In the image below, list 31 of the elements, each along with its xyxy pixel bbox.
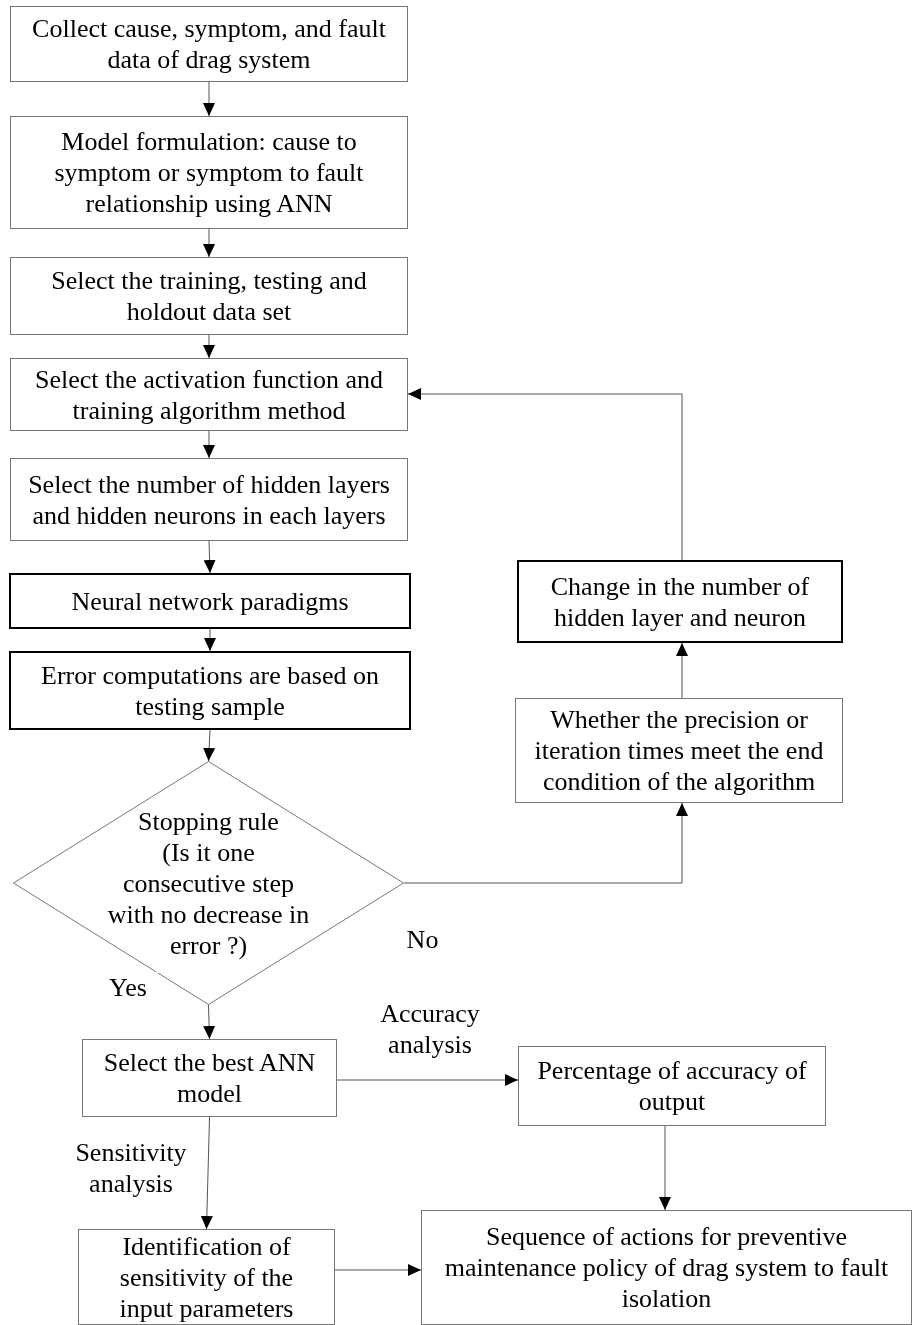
arrow bbox=[203, 228, 215, 258]
arrow bbox=[407, 388, 683, 561]
process-box: Select the training, testing and holdout data set bbox=[10, 257, 408, 335]
process-box: Percentage of accuracy of output bbox=[518, 1046, 826, 1126]
process-box: Model formulation: cause to symptom or symptom to fault relationship using ANN bbox=[10, 116, 408, 229]
arrow bbox=[203, 1004, 216, 1040]
process-box: Collect cause, symptom, and fault data of drag system bbox=[10, 6, 408, 82]
arrow bbox=[203, 729, 216, 762]
process-box: Sequence of actions for preventive maintenance policy of drag system to fault isolation bbox=[421, 1210, 912, 1325]
arrow bbox=[336, 1074, 519, 1086]
arrow bbox=[403, 802, 688, 884]
process-box: Whether the precision or iteration times meet the end condition of the algorithm bbox=[515, 698, 843, 803]
arrow bbox=[200, 1116, 213, 1230]
process-box: Error computations are based on testing sample bbox=[9, 651, 411, 730]
process-box: Identification of sensitivity of the input parameters bbox=[78, 1229, 335, 1325]
process-box: Select the activation function and training algorithm method bbox=[10, 358, 408, 431]
arrow bbox=[659, 1125, 671, 1211]
arrow bbox=[204, 628, 216, 652]
arrow bbox=[203, 430, 215, 459]
process-box: Select the best ANN model bbox=[82, 1039, 337, 1117]
process-box: Neural network paradigms bbox=[9, 573, 411, 629]
decision-text: Stopping rule bbox=[137, 805, 280, 837]
arrow bbox=[203, 81, 215, 117]
decision-text: (Is it one consecutive step with no decrease in error ?) bbox=[106, 836, 311, 961]
arrow bbox=[334, 1264, 422, 1276]
process-box: Select the number of hidden layers and hidden neurons in each layers bbox=[10, 458, 408, 541]
arrow bbox=[203, 540, 216, 574]
decision-diamond bbox=[13, 761, 404, 1005]
arrow bbox=[676, 642, 688, 699]
process-box: Change in the number of hidden layer and neuron bbox=[517, 560, 843, 643]
arrow bbox=[203, 334, 215, 359]
